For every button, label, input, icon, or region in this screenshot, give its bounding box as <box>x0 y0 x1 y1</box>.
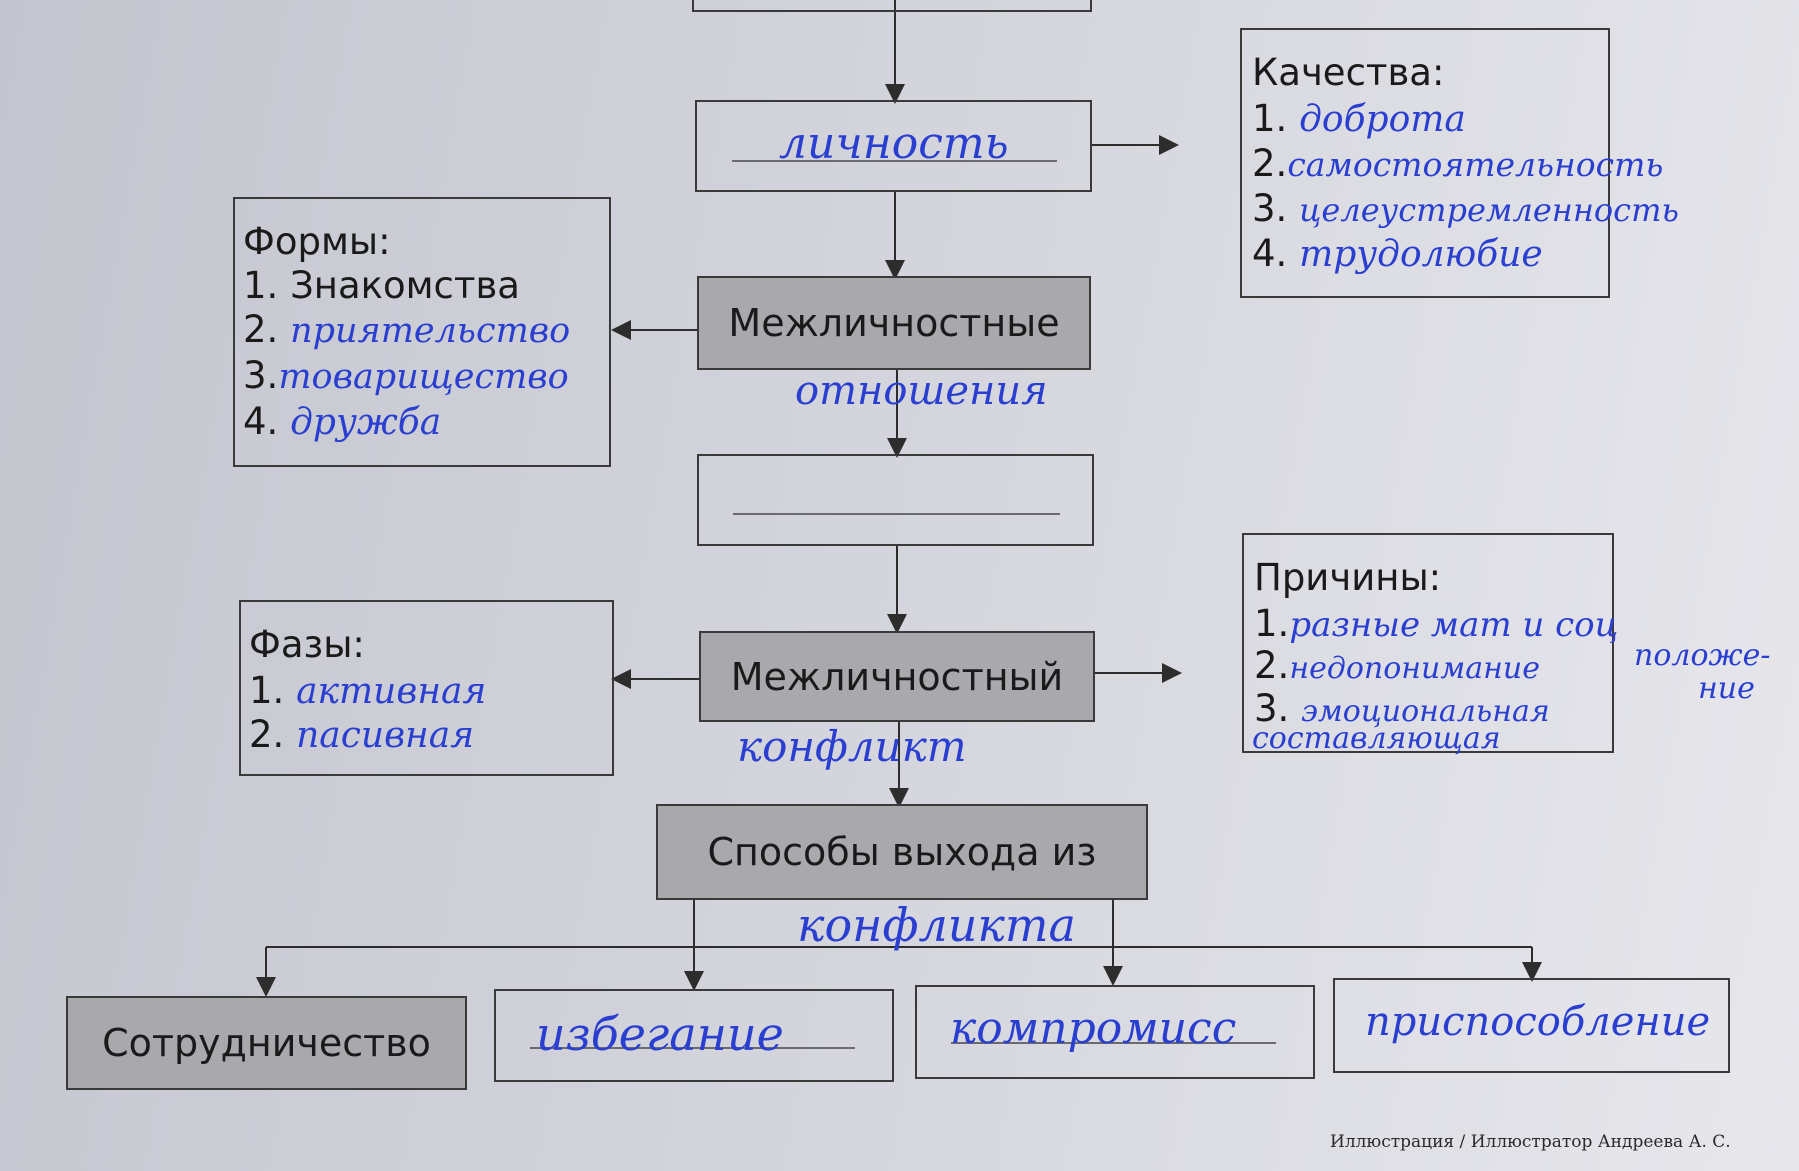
phases-item-1: 1. активная <box>249 669 487 712</box>
phases-box: Фазы: 1. активная 2. пасивная <box>239 600 614 776</box>
forms-title: Формы: <box>243 220 391 263</box>
relations-box: Межличностные <box>697 276 1091 370</box>
method-compromise-box: компромисс <box>915 985 1315 1079</box>
personality-text: личность <box>779 118 1009 169</box>
qualities-item-4: 4. трудолюбие <box>1252 232 1543 275</box>
phases-item-2: 2. пасивная <box>249 713 475 756</box>
method-compromise-text: компромисс <box>950 1003 1237 1054</box>
causes-extra-bottom: составляющая <box>1252 721 1501 756</box>
causes-item-3: 3. эмоциональная <box>1254 687 1550 730</box>
personality-box: личность <box>695 100 1092 192</box>
qualities-box: Качества: 1. доброта 2.самостоятельность… <box>1240 28 1679 298</box>
method-avoidance-box: избегание <box>494 989 894 1082</box>
causes-item-1: 1.разные мат и соц <box>1254 602 1619 645</box>
conflict-label: Межличностный <box>730 654 1064 699</box>
method-adaptation-text: приспособление <box>1365 999 1711 1045</box>
forms-box: Формы: 1. Знакомства 2. приятельство 3.т… <box>233 197 611 467</box>
illustration-credit: Иллюстрация / Иллюстратор Андреева А. С. <box>1330 1132 1731 1152</box>
qualities-item-3: 3. целеустремленность <box>1252 187 1679 230</box>
method-cooperation-label: Сотрудничество <box>102 1021 431 1065</box>
causes-item-2: 2.недопонимание <box>1254 644 1540 687</box>
conflict-box: Межличностный <box>699 631 1095 722</box>
relations-text: отношения <box>795 368 1048 414</box>
causes-extra-right-2: ние <box>1698 671 1755 706</box>
forms-item-3: 3.товарищество <box>243 354 569 397</box>
forms-item-2: 2. приятельство <box>243 308 571 351</box>
conflict-text: конфликт <box>737 722 967 771</box>
qualities-item-1: 1. доброта <box>1252 97 1466 140</box>
resolution-label: Способы выхода из <box>707 830 1097 874</box>
causes-title: Причины: <box>1254 556 1442 599</box>
qualities-item-2: 2.самостоятельность <box>1252 142 1664 185</box>
forms-item-1: 1. Знакомства <box>243 264 520 307</box>
causes-box: Причины: 1.разные мат и соц 2.недопонима… <box>1242 533 1618 753</box>
qualities-title: Качества: <box>1252 51 1445 94</box>
causes-extra-right: положе- <box>1634 638 1771 673</box>
phases-title: Фазы: <box>249 623 365 666</box>
method-adaptation-box: приспособление <box>1333 978 1730 1073</box>
method-avoidance-text: избегание <box>536 1007 784 1061</box>
top-partial-box <box>692 0 1092 12</box>
forms-item-4: 4. дружба <box>243 400 442 443</box>
resolution-text: конфликта <box>797 898 1076 952</box>
relations-label: Межличностные <box>728 301 1060 345</box>
method-cooperation-box: Сотрудничество <box>66 996 467 1090</box>
empty-answer-box <box>697 454 1094 546</box>
resolution-box: Способы выхода из <box>656 804 1148 900</box>
